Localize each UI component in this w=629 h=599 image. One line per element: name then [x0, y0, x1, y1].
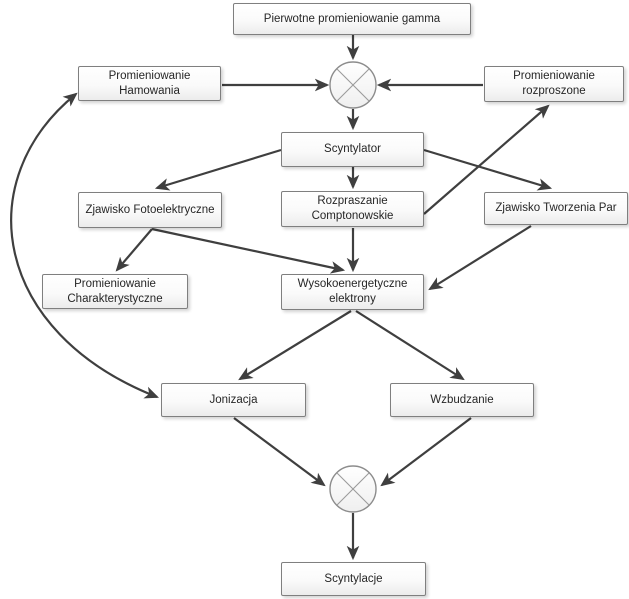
node-promieniowanie-charakterystyczne: Promieniowanie Charakterystyczne — [42, 274, 188, 309]
node-jonizacja: Jonizacja — [161, 383, 306, 417]
node-promieniowanie-rozproszone: Promieniowanie rozproszone — [484, 66, 624, 102]
edge-fotoelektryczne-to-charakterystyczne — [115, 228, 153, 272]
node-label: Jonizacja — [209, 393, 258, 406]
edge-scyntylator-to-fotoelektryczne — [154, 148, 282, 191]
node-scyntylacje: Scyntylacje — [281, 562, 426, 596]
node-rozpraszanie-comptonowskie: Rozpraszanie Comptonowskie — [281, 191, 424, 227]
node-zjawisko-tworzenia-par: Zjawisko Tworzenia Par — [484, 192, 628, 225]
node-wzbudzanie: Wzbudzanie — [390, 383, 534, 417]
node-pierwotne-promieniowanie-gamma: Pierwotne promieniowanie gamma — [233, 3, 471, 35]
node-zjawisko-fotoelektryczne: Zjawisko Fotoelektryczne — [78, 192, 222, 228]
edge-scyntylator-to-par — [423, 148, 553, 191]
edge-wzbudzanie-to-junction-bottom — [380, 417, 472, 487]
node-label: Pierwotne promieniowanie gamma — [263, 12, 441, 25]
junction-top-multiply-icon — [329, 61, 377, 109]
node-label: Scyntylacje — [324, 572, 383, 585]
node-label: Promieniowanie rozproszone — [513, 70, 595, 97]
node-label: Zjawisko Fotoelektryczne — [85, 203, 215, 216]
node-label: Promieniowanie Hamowania — [108, 69, 191, 97]
edge-comptonowskie-to-rozproszone — [423, 104, 550, 215]
edge-elektrony-to-wzbudzanie — [355, 310, 465, 381]
node-promieniowanie-hamowania: Promieniowanie Hamowania — [78, 66, 221, 101]
node-label: Promieniowanie Charakterystyczne — [67, 277, 163, 305]
node-label: Wysokoenergetyczne elektrony — [297, 278, 408, 305]
edge-elektrony-to-jonizacja — [238, 310, 352, 381]
node-label: Rozpraszanie Comptonowskie — [311, 195, 394, 222]
node-label: Wzbudzanie — [430, 393, 494, 406]
edge-fotoelektryczne-to-elektrony — [151, 227, 346, 274]
node-wysokoenergetyczne-elektrony: Wysokoenergetyczne elektrony — [281, 274, 424, 310]
edge-jonizacja-to-junction-bottom — [233, 417, 326, 487]
node-label: Scyntylator — [324, 143, 381, 156]
junction-bottom-multiply-icon — [329, 465, 377, 513]
edge-par-to-elektrony — [428, 225, 532, 291]
node-scyntylator: Scyntylator — [281, 132, 424, 167]
node-label: Zjawisko Tworzenia Par — [495, 202, 617, 215]
edge-hamowania-jonizacja-curved — [10, 92, 159, 399]
